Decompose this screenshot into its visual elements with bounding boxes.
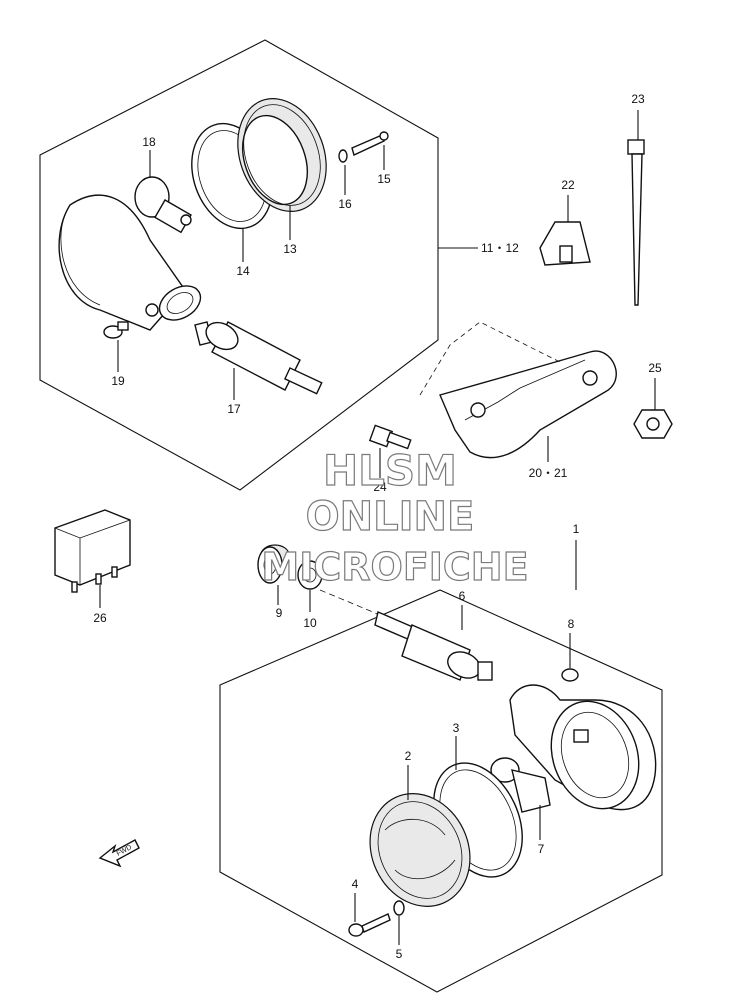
watermark-line-1: HLSM (323, 446, 457, 495)
upper-turn-signal-assembly (39, 39, 478, 491)
callout-8: 8 (568, 617, 575, 631)
callout-3: 3 (453, 721, 460, 735)
grommet-guide-dash (319, 589, 381, 616)
bulb-18 (134, 176, 192, 234)
callout-1: 1 (573, 522, 580, 536)
callout-9: 9 (276, 606, 283, 620)
callout-13: 13 (283, 242, 297, 256)
nut-25 (633, 378, 673, 439)
screw-15 (351, 131, 389, 156)
clamp-22 (539, 195, 591, 266)
washer-16 (338, 149, 348, 163)
callout-5: 5 (396, 947, 403, 961)
callout-19: 19 (111, 374, 125, 388)
socket-6 (374, 605, 493, 681)
bracket-guide-dash (419, 321, 561, 396)
relay-26 (54, 509, 131, 608)
callout-10: 10 (303, 616, 317, 630)
screw-19 (103, 321, 129, 339)
watermark-line-3: MICROFICHE (261, 545, 528, 589)
callout-2: 2 (405, 749, 412, 763)
washer-5 (393, 900, 405, 945)
collar-10 (297, 560, 323, 612)
callout-22: 22 (561, 178, 575, 192)
lens-2 (369, 765, 471, 907)
fwd-arrow-icon: FWD (98, 839, 140, 868)
grommet-9 (257, 544, 290, 605)
callout-24: 24 (373, 480, 387, 494)
bulb-7 (490, 757, 551, 840)
screw-8 (561, 633, 579, 682)
lens-13 (237, 98, 327, 212)
cable-tie-23 (627, 110, 645, 306)
screw-4 (348, 893, 391, 937)
watermark: HLSM ONLINE MICROFICHE (261, 445, 529, 589)
bracket-20-21 (439, 350, 617, 462)
callout-20-21: 20・21 (529, 466, 568, 480)
lamp-housing-1 (509, 684, 657, 811)
watermark-line-2: ONLINE (306, 494, 475, 540)
lower-turn-signal-assembly (219, 540, 663, 993)
socket-17 (205, 321, 323, 395)
callout-17: 17 (227, 402, 241, 416)
callout-23: 23 (631, 92, 645, 106)
callout-16: 16 (338, 197, 352, 211)
callout-18: 18 (142, 135, 156, 149)
callout-4: 4 (352, 877, 359, 891)
callout-labels: 1 2 3 4 5 6 7 8 9 10 11・12 13 14 15 16 1… (93, 92, 662, 961)
callout-25: 25 (648, 361, 662, 375)
callout-7: 7 (538, 842, 545, 856)
callout-11-12: 11・12 (481, 241, 519, 255)
lower-assembly-frame (219, 589, 663, 993)
callout-15: 15 (377, 172, 391, 186)
callout-26: 26 (93, 611, 107, 625)
callout-14: 14 (236, 264, 250, 278)
callout-6: 6 (459, 589, 466, 603)
bolt-24 (368, 424, 412, 478)
upper-assembly-frame (39, 39, 439, 491)
